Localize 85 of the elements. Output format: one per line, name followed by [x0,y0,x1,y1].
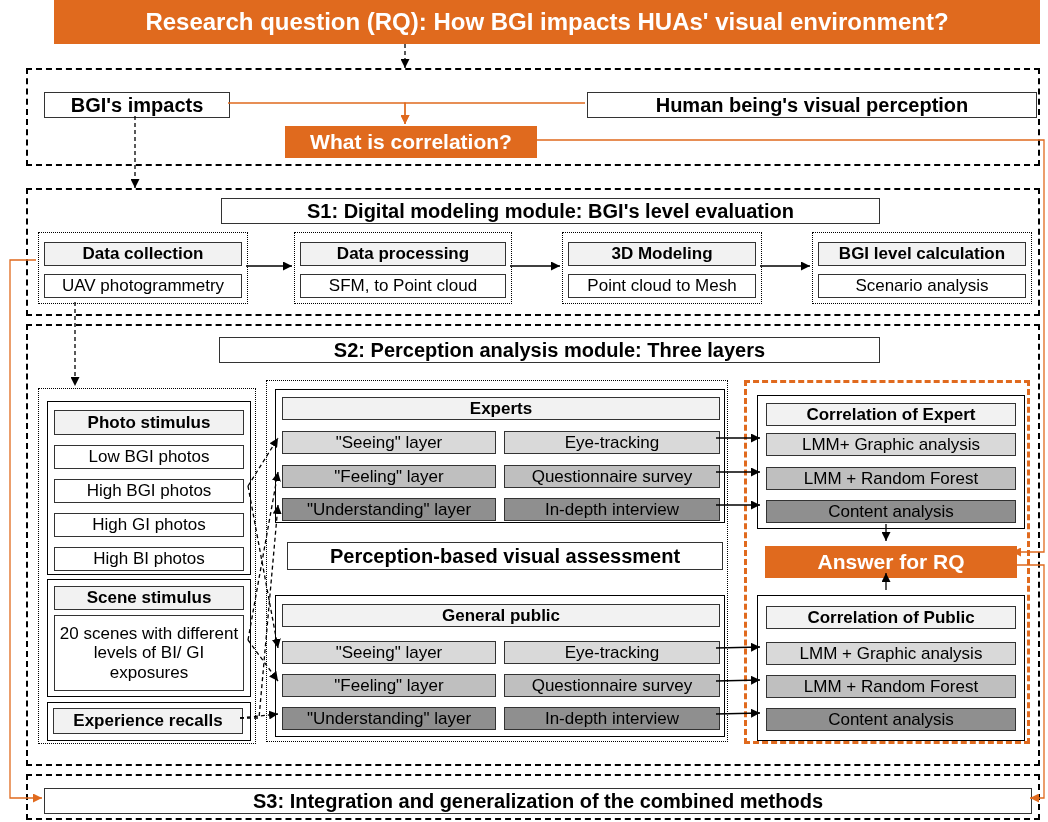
text-box: S2: Perception analysis module: Three layers [219,337,880,363]
text-box: Content analysis [766,708,1016,731]
text-box: LMM + Random Forest [766,467,1016,490]
arrow [247,639,279,682]
step-detail: Point cloud to Mesh [568,274,756,298]
step-detail: Scenario analysis [818,274,1026,298]
text-box: S1: Digital modeling module: BGI's level evaluation [221,198,880,224]
group-frame [757,595,1025,741]
group-frame [38,388,256,744]
text-box: "Seeing" layer [282,431,496,454]
highlight-box: Answer for RQ [765,546,1017,578]
group-heading: Photo stimulus [54,410,244,435]
step-panel [294,232,512,304]
text-box: "Understanding" layer [282,498,496,521]
group-heading: General public [282,604,720,627]
group-frame [275,595,725,737]
text-box: Perception-based visual assessment [287,542,723,570]
arrow [715,708,761,718]
arrow [245,261,293,271]
arrow [715,675,761,685]
arrow [534,139,1045,557]
group-frame [744,380,1030,744]
group-frame [275,389,725,523]
group-frame [26,68,1040,166]
text-box: Eye-tracking [504,641,720,664]
step-detail: UAV photogrammetry [44,274,242,298]
arrow [239,710,279,720]
arrow [509,261,561,271]
arrow [881,572,891,591]
text-box: "Understanding" layer [282,707,496,730]
arrow [9,259,43,803]
text-box: High GI photos [54,513,244,537]
text-box: "Feeling" layer [282,674,496,697]
step-detail: SFM, to Point cloud [300,274,506,298]
text-box: Eye-tracking [504,431,720,454]
text-box: LMM+ Graphic analysis [766,433,1016,456]
arrow [239,504,282,719]
arrow [715,433,761,443]
text-box: LMM + Graphic analysis [766,642,1016,665]
text-box: In-depth interview [504,498,720,521]
highlight-box: Research question (RQ): How BGI impacts HUAs' visual environment? [54,0,1040,44]
text-box: Questionnaire survey [504,674,720,697]
group-heading: Experts [282,397,720,420]
group-frame [26,324,1040,766]
highlight-box: What is correlation? [285,126,537,158]
step-panel [38,232,248,304]
text-box: Human being's visual perception [587,92,1037,118]
text-box: "Seeing" layer [282,641,496,664]
text-box: Questionnaire survey [504,465,720,488]
arrow [759,261,811,271]
arrow [70,301,80,387]
text-box: LMM + Random Forest [766,675,1016,698]
group-frame [757,395,1025,529]
text-box: BGI's impacts [44,92,230,118]
step-heading: BGI level calculation [818,242,1026,266]
group-heading: Correlation of Public [766,606,1016,629]
text-box: High BI photos [54,547,244,571]
arrow [247,437,279,487]
group-frame [266,380,728,742]
text-box: Content analysis [766,500,1016,523]
group-frame [26,774,1040,820]
group-heading: Correlation of Expert [766,403,1016,426]
step-heading: 3D Modeling [568,242,756,266]
text-box: S3: Integration and generalization of the combined methods [44,788,1032,814]
arrow [400,43,410,69]
step-panel [812,232,1032,304]
arrow [715,500,761,510]
group-heading: Scene stimulus [54,586,244,610]
arrow [400,102,586,125]
text-box: In-depth interview [504,707,720,730]
group-frame [47,579,251,697]
arrow [130,115,140,189]
text-box: Low BGI photos [54,445,244,469]
step-heading: Data processing [300,242,506,266]
arrow [881,523,891,542]
group-frame [26,188,1040,316]
step-heading: Data collection [44,242,242,266]
step-panel [562,232,762,304]
text-box: Experience recalls [53,708,243,734]
group-frame [47,401,251,575]
arrow [715,467,761,477]
text-box: High BGI photos [54,479,244,503]
text-box: 20 scenes with different levels of BI/ GI exposures [54,615,244,691]
arrow [715,642,761,652]
text-box: "Feeling" layer [282,465,496,488]
